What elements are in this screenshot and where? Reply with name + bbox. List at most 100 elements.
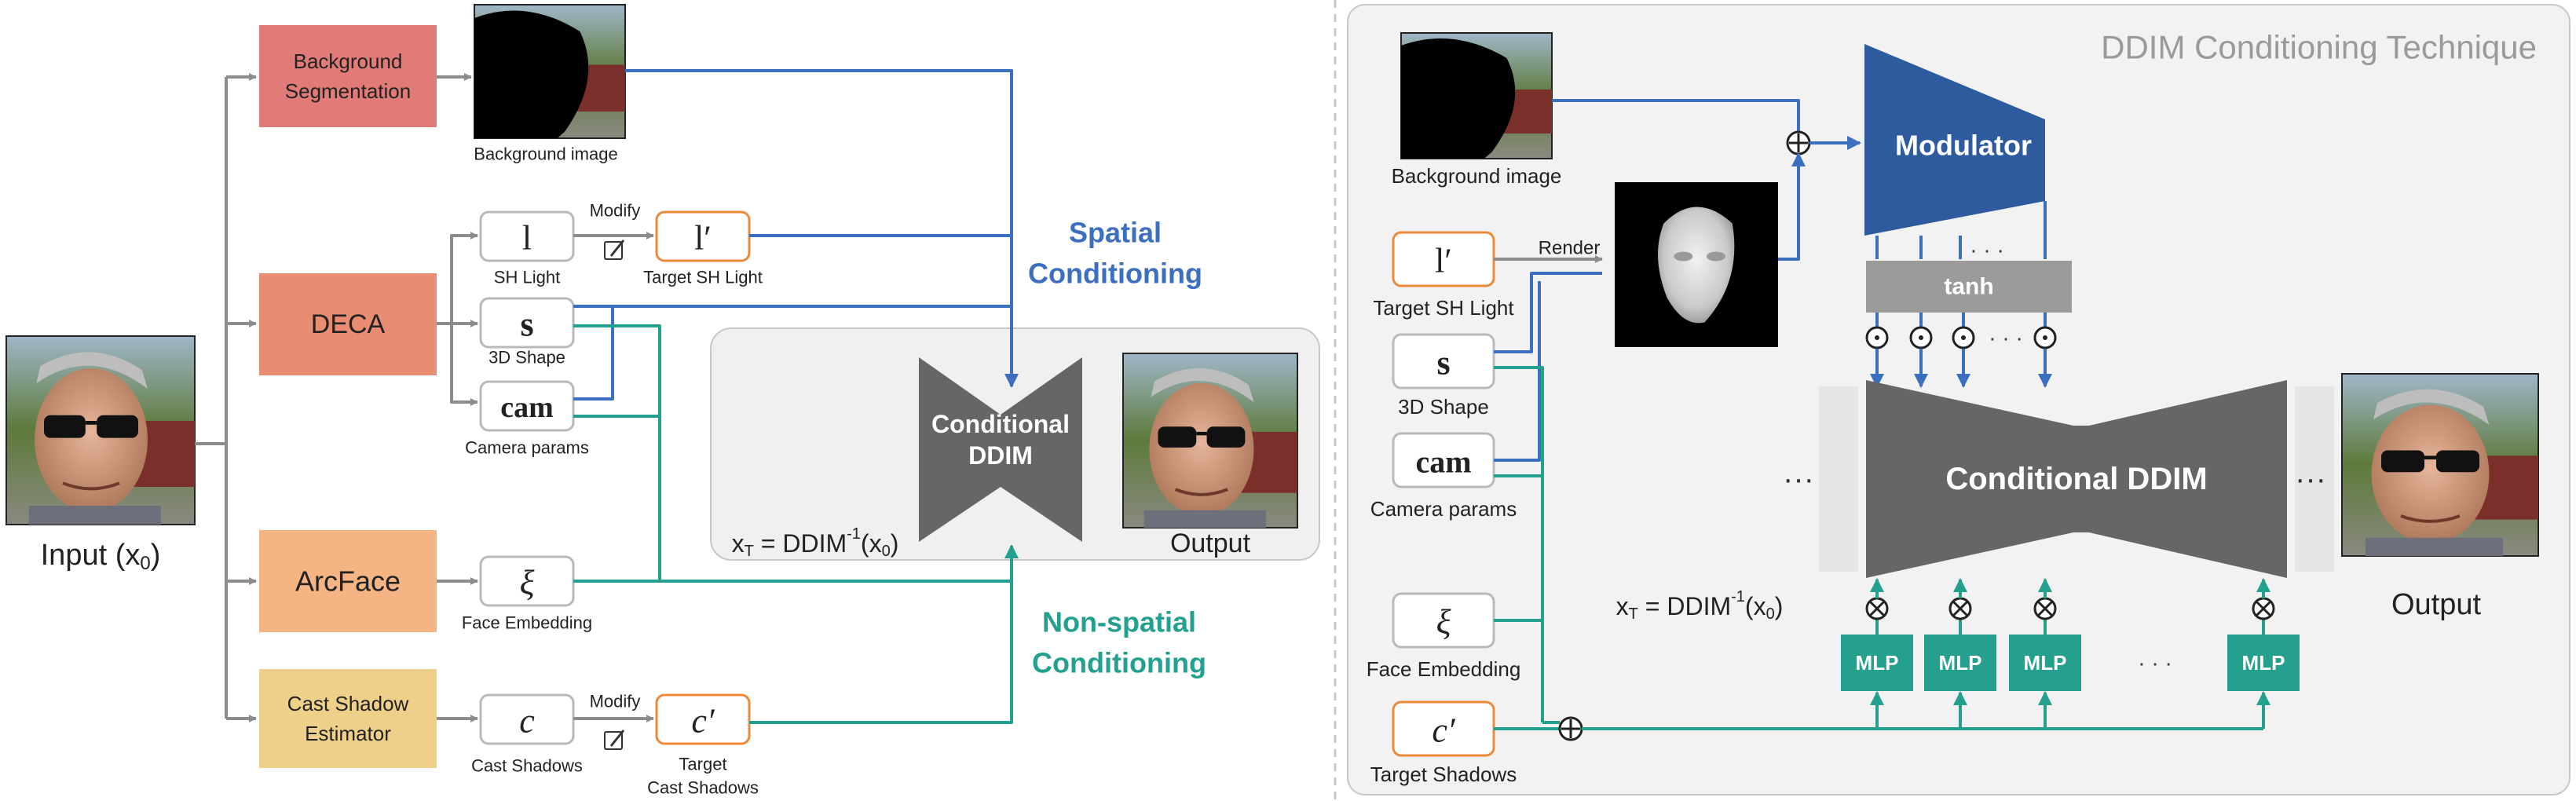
output-label-right: Output — [2391, 588, 2482, 621]
conditional-ddim-text-right: Conditional DDIM — [1945, 462, 2207, 496]
arcface-text: ArcFace — [295, 565, 401, 598]
edit-icon-1-pen — [609, 240, 625, 257]
mlp-dots: · · · — [2138, 651, 2172, 675]
deca-text: DECA — [311, 309, 386, 339]
deca-box — [259, 273, 437, 375]
arrow-to-sh-light — [437, 232, 478, 325]
face-embedding-box-symbol: ξ — [520, 564, 535, 602]
mlp-text-1: MLP — [1856, 651, 1899, 675]
sh-light-label: SH Light — [494, 268, 560, 287]
target-shadows-label-right: Target Shadows — [1370, 763, 1517, 786]
output-photo-right-lens-right — [2436, 450, 2479, 473]
spatial-conditioning-label-line-2: Conditioning — [1028, 258, 1202, 290]
background-image-label-left: Background image — [474, 144, 617, 164]
target-shadows-box-right-symbol: c′ — [1432, 711, 1456, 750]
output-photo-left-hair — [1151, 368, 1254, 403]
mlp-text-4: MLP — [2242, 651, 2285, 675]
mlp-text-2: MLP — [1939, 651, 1982, 675]
background-segmentation-box — [259, 25, 437, 127]
nonspatial-line-shadows — [749, 581, 1013, 724]
otimes-node-cross-1 — [1868, 600, 1886, 617]
input-photo-lens-right — [97, 415, 138, 438]
background-image-right-mask — [1401, 38, 1516, 159]
ddim-ellipsis-left: ··· — [1783, 462, 1814, 496]
cast-shadow-estimator-text-line-1: Cast Shadow — [287, 692, 409, 715]
target-sh-light-label: Target SH Light — [643, 268, 763, 287]
sh-light-box-symbol: l — [522, 219, 532, 258]
cast-shadow-estimator-box — [259, 669, 437, 768]
shape-box-right — [1392, 333, 1495, 390]
input-photo-lens-left — [44, 415, 86, 438]
xt-label-right: xT = DDIM-1(x0) — [1616, 588, 1784, 623]
static-layer: Input (x0)BackgroundSegmentationDECAArcF… — [5, 0, 2571, 801]
edit-icon-2-pen — [609, 730, 625, 747]
spatial-line-cam — [573, 306, 614, 400]
output-photo-left — [1122, 353, 1298, 529]
input-photo — [5, 335, 196, 525]
hadamard-node-dot-4 — [2043, 335, 2047, 340]
output-photo-left-mouth — [1174, 488, 1228, 496]
output-photo-left-lens-right — [1206, 426, 1246, 448]
mlp-box-3 — [2009, 635, 2081, 691]
rendered-shading-image-shape — [1658, 207, 1735, 324]
shape-label: 3D Shape — [488, 348, 565, 368]
nonspatial-line-shape — [573, 324, 661, 581]
background-segmentation-text-line-2: Segmentation — [285, 79, 411, 103]
input-photo-mouth — [62, 481, 120, 491]
modulator-text: Modulator — [1895, 130, 2032, 162]
shape-box-right-symbol: s — [1436, 344, 1450, 382]
background-image-label-right: Background image — [1392, 164, 1562, 188]
otimes-node-cross-3 — [2036, 600, 2054, 617]
cam-label-right: Camera params — [1370, 497, 1517, 521]
sum-node-modulator-cross — [1789, 134, 1808, 152]
mlp-text-3: MLP — [2024, 651, 2067, 675]
line-bg-to-plus — [1552, 99, 1800, 135]
spatial-conditioning-label-line-1: Spatial — [1069, 217, 1162, 249]
xt-label-left: xT = DDIM-1(x0) — [732, 525, 899, 560]
output-photo-left-shirt — [1143, 510, 1267, 528]
modify-label-2: Modify — [590, 692, 641, 711]
hadamard-dots: · · · — [1989, 326, 2023, 350]
nonspatial-conditioning-label-line-1: Non-spatial — [1042, 606, 1196, 638]
output-photo-right-mouth — [2400, 514, 2461, 523]
input-photo-shirt — [28, 506, 161, 525]
output-photo-right — [2341, 373, 2539, 557]
blue-cam-to-render — [1494, 281, 1541, 462]
output-photo-left-face — [1149, 382, 1254, 516]
output-photo-right-lens-left — [2381, 450, 2424, 473]
input-label: Input (x0) — [41, 539, 161, 574]
render-label: Render — [1539, 238, 1601, 259]
otimes-node-cross-2 — [1952, 600, 1969, 617]
output-photo-left-lens-left — [1158, 426, 1197, 448]
cam-box-right-symbol: cam — [1415, 444, 1471, 480]
output-photo-right-shirt — [2366, 537, 2503, 556]
background-image-right — [1400, 32, 1553, 159]
shape-label-right: 3D Shape — [1398, 395, 1489, 419]
teal-shape-down — [1494, 366, 1544, 722]
output-label-left: Output — [1170, 529, 1251, 558]
conditional-ddim-shape-right — [1866, 380, 2287, 578]
arcface-box — [259, 530, 437, 632]
cam-label: Camera params — [465, 438, 589, 458]
face-embedding-box-right-symbol: ξ — [1436, 603, 1451, 642]
hadamard-node-dot-2 — [1919, 335, 1923, 340]
shape-box-symbol: s — [520, 305, 533, 344]
nonspatial-conditioning-label-line-2: Conditioning — [1032, 647, 1206, 679]
modulator-shape — [1864, 44, 2045, 236]
rendered-shading-image-eye-right — [1706, 251, 1725, 262]
cast-shadows-box-symbol: c — [519, 702, 535, 741]
arrow-to-cam — [450, 324, 478, 406]
target-cast-shadows-box-symbol: c′ — [691, 702, 715, 741]
input-photo-face — [35, 368, 148, 512]
conditional-ddim-text-left-line-1: Conditional — [931, 410, 1070, 438]
rendered-shading-image-eye-left — [1674, 251, 1693, 262]
otimes-node-cross-4 — [2255, 600, 2272, 617]
hadamard-node-dot-1 — [1875, 335, 1879, 340]
face-embedding-label: Face Embedding — [462, 613, 592, 633]
output-photo-right-face — [2371, 404, 2490, 543]
modify-label-1: Modify — [590, 201, 641, 221]
sum-node-mlp-cross — [1561, 719, 1580, 738]
mlp-box-2 — [1924, 635, 1996, 691]
background-image-left — [474, 4, 626, 139]
